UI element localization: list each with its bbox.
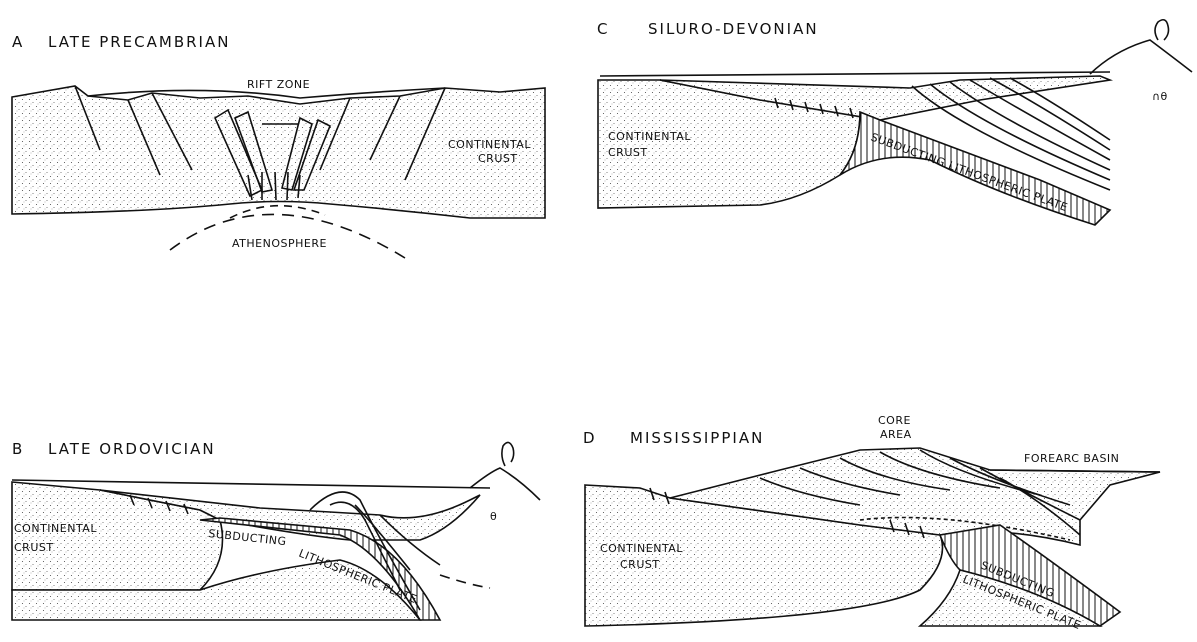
panel-a-crust-label-2: CRUST	[478, 152, 518, 165]
panel-b-title: LATE ORDOVICIAN	[48, 440, 216, 458]
panel-b-continental-crust	[12, 482, 223, 590]
panel-a-continental-crust	[12, 86, 545, 218]
panel-a-letter: A	[12, 33, 24, 51]
panel-b-volcano	[470, 468, 540, 500]
panel-b-sea-surface	[12, 480, 490, 488]
panel-a-rift-label: RIFT ZONE	[247, 78, 310, 91]
panel-d: D MISSISSIPPIAN CORE AREA FOREARC BASIN …	[583, 414, 1160, 632]
panel-c-letter: C	[597, 20, 609, 38]
panel-a-crust-label-1: CONTINENTAL	[448, 138, 531, 151]
panel-d-crust-label-2: CRUST	[620, 558, 660, 571]
panel-b-crust-label-1: CONTINENTAL	[14, 522, 97, 535]
panel-b: B LATE ORDOVICIAN θ CONTINENTAL CRUST SU…	[12, 440, 540, 620]
panel-c-magma-symbol: ∩θ	[1152, 90, 1168, 103]
panel-b-letter: B	[12, 440, 24, 458]
panel-d-title: MISSISSIPPIAN	[630, 429, 764, 447]
panel-c-eruption-plume	[1155, 20, 1169, 40]
panel-a: A LATE PRECAMBRIAN	[12, 33, 545, 258]
panel-a-mantle-label: ATHENOSPHERE	[232, 237, 327, 250]
panel-c-title: SILURO-DEVONIAN	[648, 20, 819, 38]
panel-b-eruption-plume	[502, 442, 514, 466]
panel-d-core-label-2: AREA	[880, 428, 912, 441]
panel-d-letter: D	[583, 429, 597, 447]
panel-c-crust-label-1: CONTINENTAL	[608, 130, 691, 143]
panel-c-sea-surface	[600, 72, 1110, 76]
panel-d-basin-label: FOREARC BASIN	[1024, 452, 1119, 465]
panel-c-plate-label: SUBDUCTING LITHOSPHERIC PLATE	[869, 131, 1070, 215]
panel-a-title: LATE PRECAMBRIAN	[48, 33, 230, 51]
panel-c-crust-label-2: CRUST	[608, 146, 648, 159]
panel-c-volcano	[1090, 40, 1192, 74]
panel-b-crust-label-2: CRUST	[14, 541, 54, 554]
panel-d-crust-label-1: CONTINENTAL	[600, 542, 683, 555]
panel-d-core-label-1: CORE	[878, 414, 911, 427]
panel-b-magma-symbol: θ	[490, 510, 497, 523]
panel-b-dashed-boundary	[440, 575, 490, 588]
panel-c: C SILURO-DEVONIAN ∩θ CONTINENTAL CRUST S…	[597, 20, 1192, 225]
